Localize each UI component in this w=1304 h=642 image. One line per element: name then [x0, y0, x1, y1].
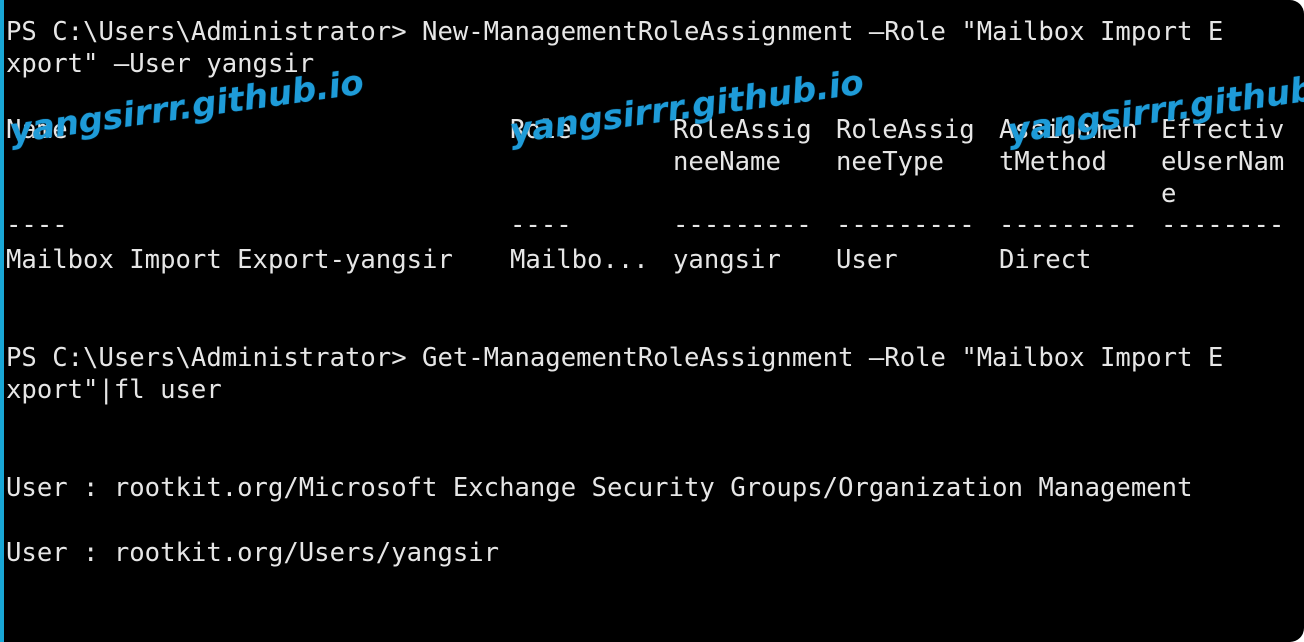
- row-assignee-name: yangsir: [673, 245, 781, 275]
- command-1-line-1: PS C:\Users\Administrator> New-Managemen…: [6, 17, 1224, 47]
- header-name: Name: [6, 115, 68, 145]
- header-assignee-name-2: neeName: [673, 147, 781, 177]
- command-1-line-2: xport" –User yangsir: [6, 49, 315, 79]
- header-assignee-type-1: RoleAssig: [836, 115, 975, 145]
- powershell-terminal[interactable]: PS C:\Users\Administrator> New-Managemen…: [4, 0, 1304, 642]
- row-assignee-type: User: [836, 245, 898, 275]
- user-output-line-1: User : rootkit.org/Microsoft Exchange Se…: [6, 473, 1193, 503]
- header-effective-3: e: [1161, 179, 1177, 209]
- separator-effective: --------: [1161, 210, 1285, 240]
- separator-method: ---------: [999, 210, 1138, 240]
- header-method-2: tMethod: [999, 147, 1107, 177]
- header-effective-1: Effectiv: [1161, 115, 1285, 145]
- user-output-line-2: User : rootkit.org/Users/yangsir: [6, 538, 500, 568]
- separator-assignee-type: ---------: [836, 210, 975, 240]
- row-method: Direct: [999, 245, 1092, 275]
- separator-assignee-name: ---------: [673, 210, 812, 240]
- command-2-line-1: PS C:\Users\Administrator> Get-Managemen…: [6, 343, 1224, 373]
- header-assignee-type-2: neeType: [836, 147, 944, 177]
- separator-role: ----: [510, 210, 572, 240]
- header-method-1: Assignmen: [999, 115, 1138, 145]
- row-name: Mailbox Import Export-yangsir: [6, 245, 453, 275]
- command-2-line-2: xport"|fl user: [6, 375, 222, 405]
- header-assignee-name-1: RoleAssig: [673, 115, 812, 145]
- header-effective-2: eUserNam: [1161, 147, 1285, 177]
- row-role: Mailbo...: [510, 245, 649, 275]
- header-role: Role: [510, 115, 572, 145]
- separator-name: ----: [6, 210, 68, 240]
- accent-bar: [0, 0, 4, 642]
